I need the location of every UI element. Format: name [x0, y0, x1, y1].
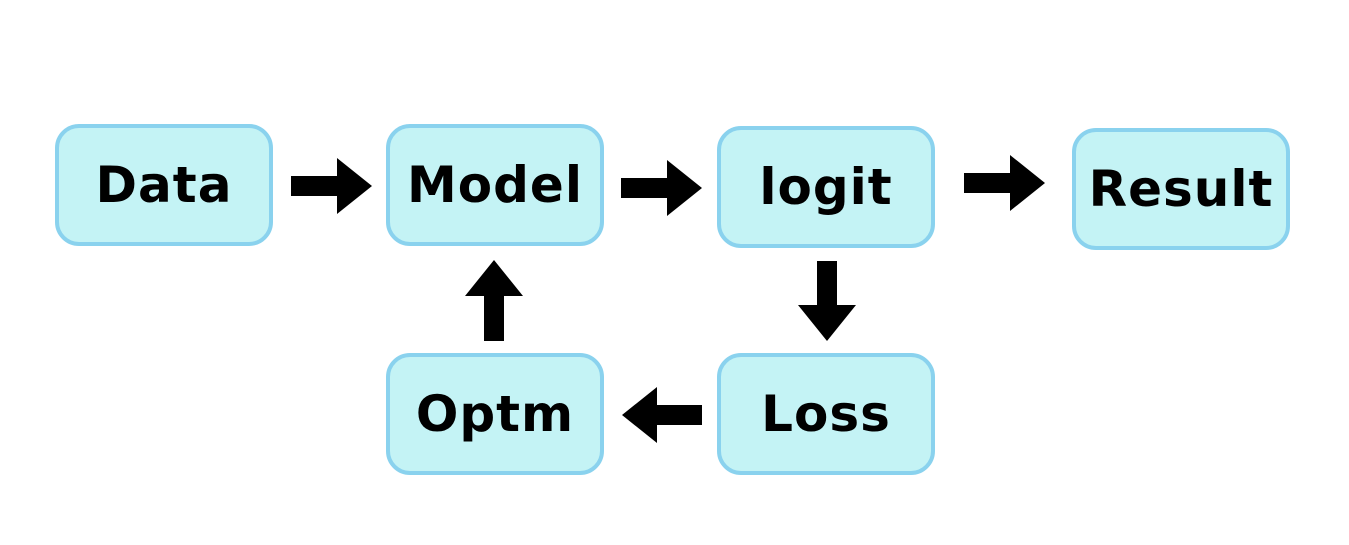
result-node-label: Result: [1088, 160, 1274, 218]
optm-node: Optm: [386, 353, 604, 475]
loss-node: Loss: [717, 353, 935, 475]
logit-node-label: logit: [759, 158, 893, 216]
model-node-label: Model: [407, 156, 583, 214]
arrow-optm-to-model: [465, 260, 523, 341]
optm-node-label: Optm: [415, 385, 575, 443]
loss-node-label: Loss: [761, 385, 891, 443]
arrow-loss-to-optm: [622, 387, 702, 443]
model-node: Model: [386, 124, 604, 246]
arrow-logit-to-result: [964, 155, 1045, 211]
data-node: Data: [55, 124, 273, 246]
result-node: Result: [1072, 128, 1290, 250]
arrow-data-to-model: [291, 158, 372, 214]
arrow-model-to-logit: [621, 160, 702, 216]
logit-node: logit: [717, 126, 935, 248]
arrow-logit-to-loss: [798, 261, 856, 341]
data-node-label: Data: [95, 156, 233, 214]
